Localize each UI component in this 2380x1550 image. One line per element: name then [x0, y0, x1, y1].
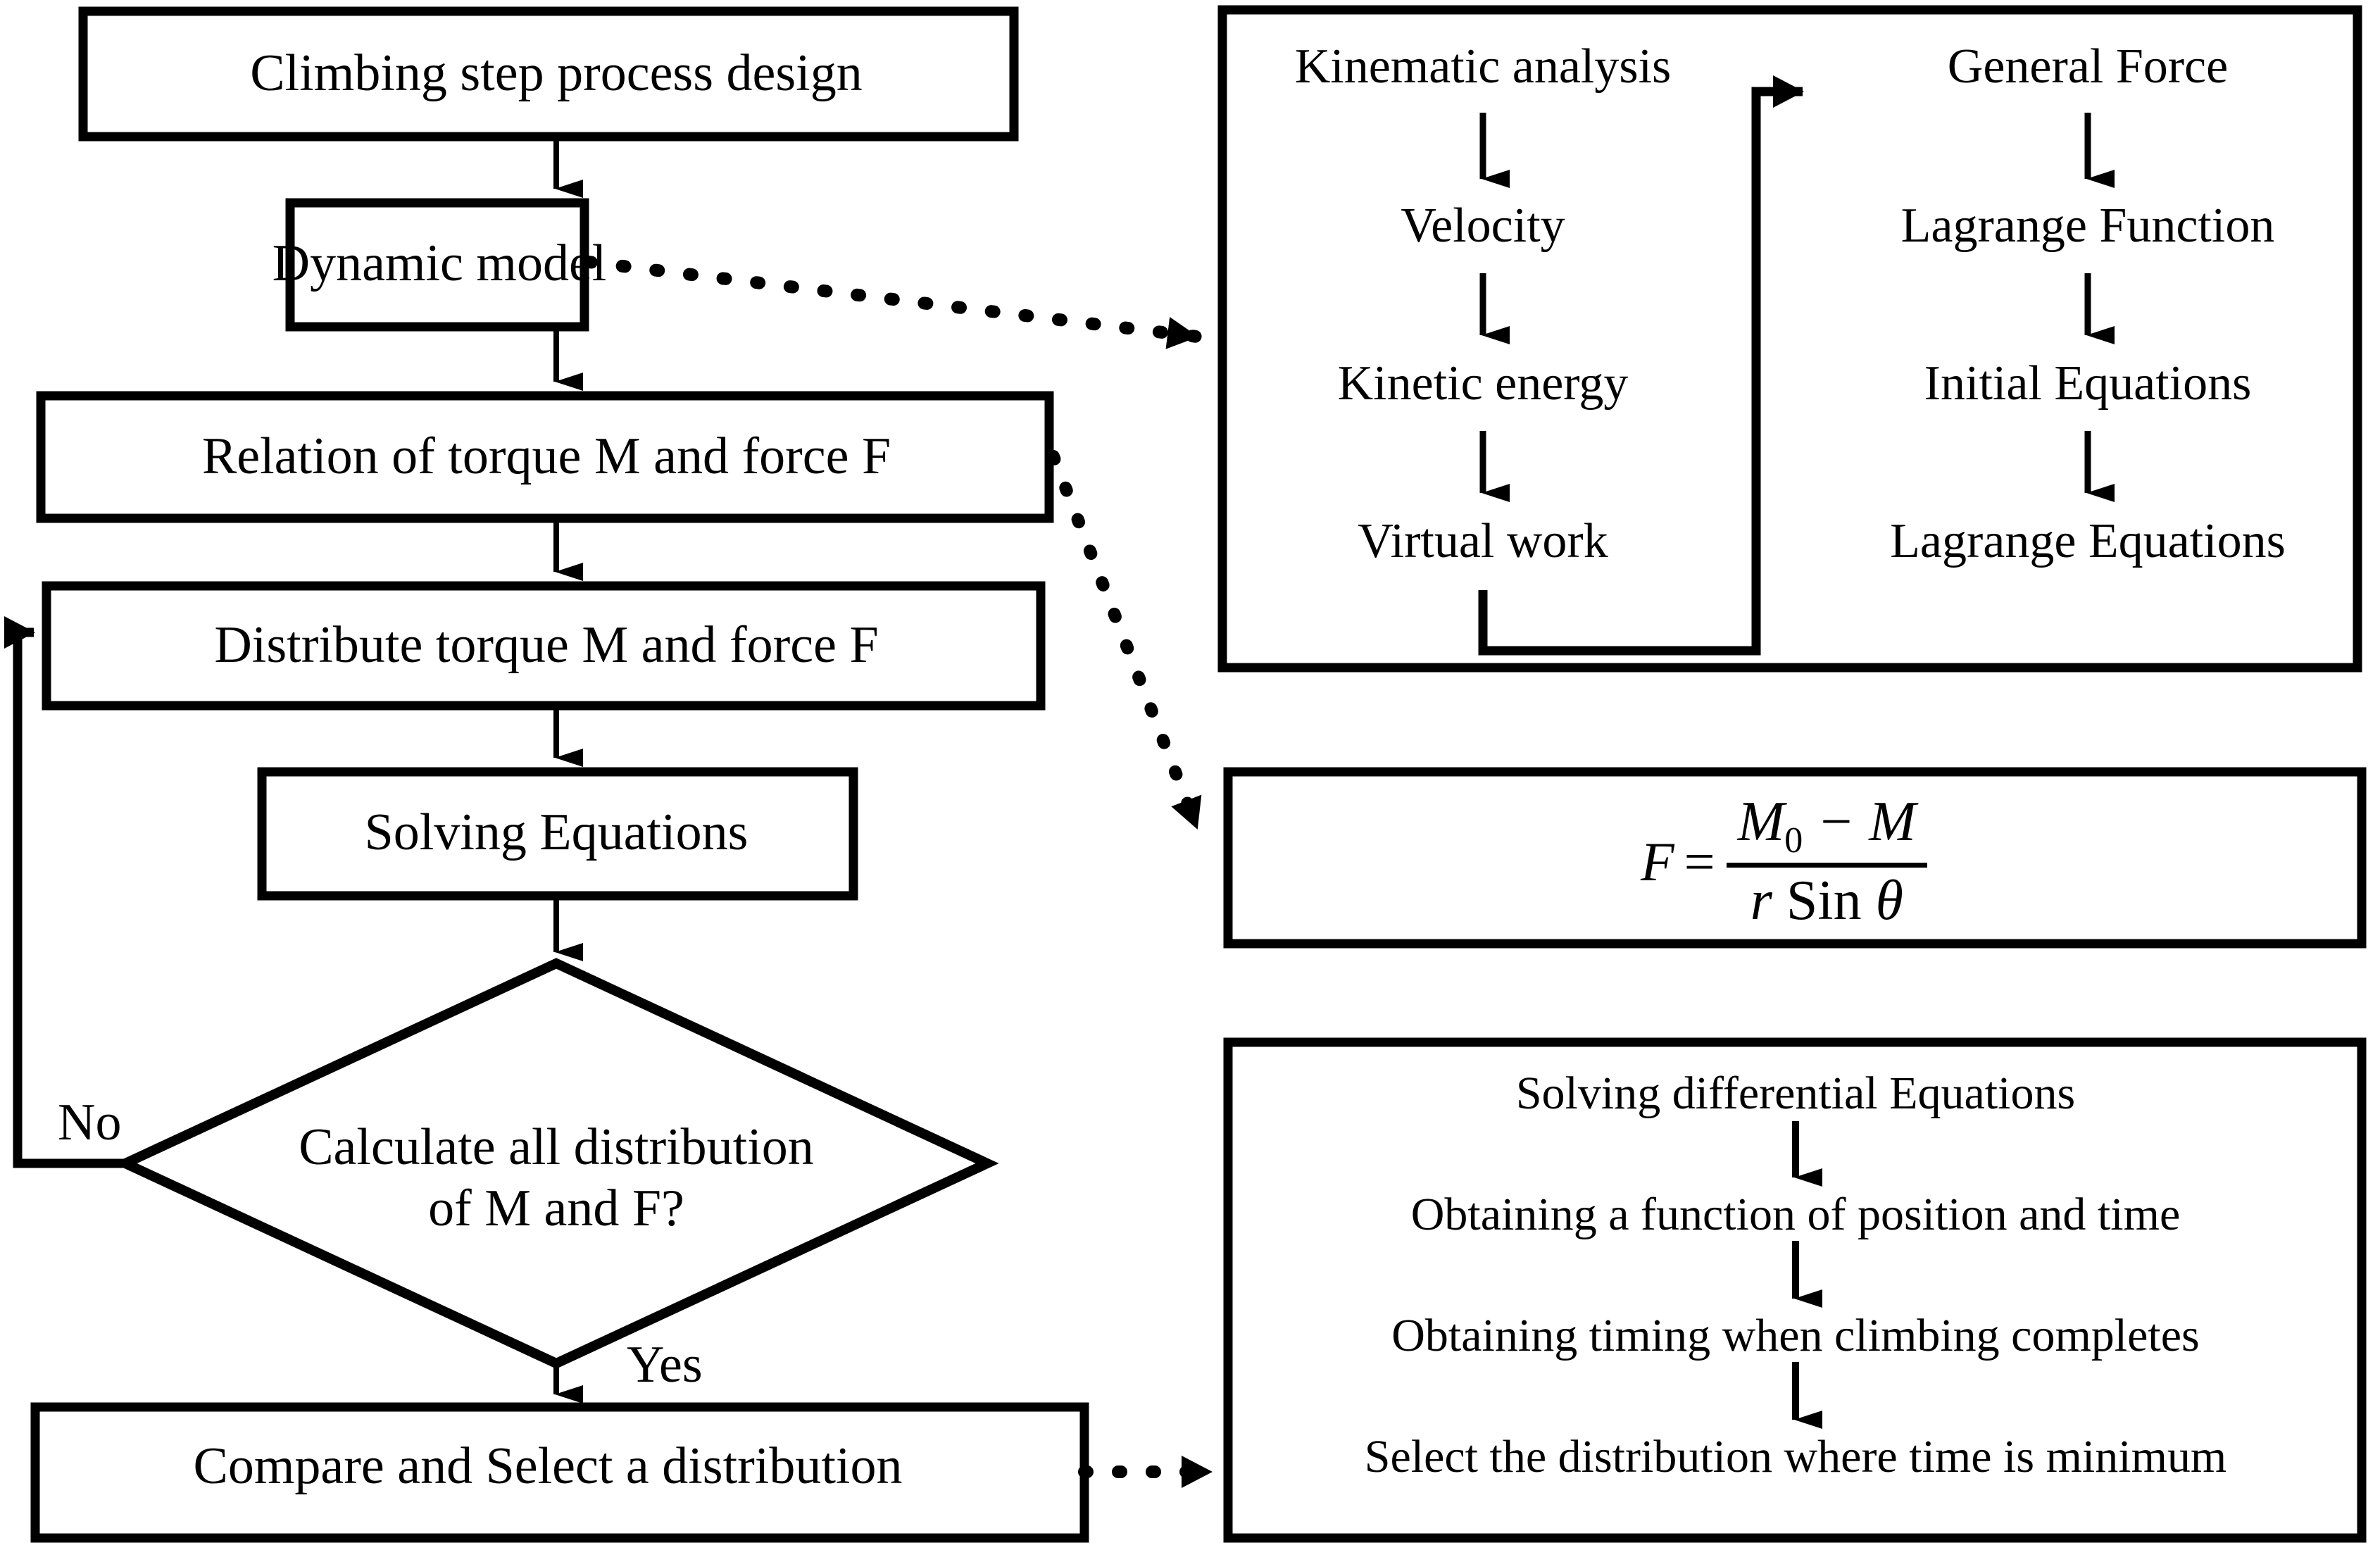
- node-dynamic-model-box: [285, 198, 589, 332]
- results-step-2: Obtaining a function of position and tim…: [1410, 1189, 2181, 1240]
- node-compare-label: Compare and Select a distribution: [193, 1437, 903, 1495]
- dynamics-left-kinematic-analysis: Kinematic analysis: [1294, 39, 1672, 94]
- node-solving-equations-label: Solving Equations: [364, 804, 749, 861]
- arrow-decision-no-feedback: [4, 616, 125, 1168]
- dynamics-right-lagrange-function: Lagrange Function: [1900, 199, 2275, 253]
- formula-numerator-main: M: [1737, 791, 1785, 853]
- node-decision-label-line2: of M and F?: [428, 1180, 684, 1238]
- node-decision-label: Calculate all distribution of M and F?: [239, 1117, 873, 1240]
- formula-denominator-r: r: [1750, 870, 1772, 932]
- node-compare-box: [30, 1402, 1089, 1543]
- panel-dynamics-box: [1217, 5, 2362, 673]
- node-start-box: [78, 6, 1019, 142]
- node-distribute-box: [42, 581, 1046, 711]
- dotted-dynamic-to-dynamics-panel: [582, 256, 1203, 349]
- formula-expression: F = M0 − M r Sin θ: [1641, 789, 1927, 935]
- panel-formula-box: [1223, 767, 2367, 949]
- node-start-label: Climbing step process design: [250, 44, 863, 102]
- dotted-relation-to-formula-panel: [1047, 450, 1203, 835]
- dynamics-right-initial-equations: Initial Equations: [1924, 356, 2252, 411]
- node-decision-label-line1: Calculate all distribution: [299, 1118, 814, 1176]
- formula-fraction-bar: [1726, 863, 1927, 868]
- node-dynamic-model-label: Dynamic model: [272, 235, 607, 292]
- arrow-virtual-work-to-general-force: [1478, 75, 1804, 656]
- formula-equals-sign: =: [1684, 830, 1715, 892]
- dynamics-left-virtual-work: Virtual work: [1358, 514, 1608, 568]
- formula-lhs: F: [1641, 830, 1674, 892]
- dynamics-left-kinetic-energy: Kinetic energy: [1337, 356, 1629, 411]
- results-step-4: Select the distribution where time is mi…: [1364, 1431, 2227, 1482]
- edge-label-yes: Yes: [627, 1336, 703, 1394]
- node-relation-box: [36, 391, 1054, 523]
- formula-denominator-theta: θ: [1875, 870, 1903, 932]
- node-relation-label: Relation of torque M and force F: [201, 427, 891, 485]
- results-step-1: Solving differential Equations: [1515, 1068, 2076, 1119]
- formula-numerator-subscript: 0: [1784, 820, 1803, 861]
- formula-denominator-sin: Sin: [1786, 870, 1862, 932]
- formula-fraction: M0 − M r Sin θ: [1726, 789, 1927, 935]
- dynamics-right-lagrange-equations: Lagrange Equations: [1890, 514, 2286, 568]
- formula-numerator: M0 − M: [1727, 789, 1927, 863]
- results-step-3: Obtaining timing when climbing completes: [1391, 1310, 2200, 1361]
- node-distribute-label: Distribute torque M and force F: [214, 616, 879, 674]
- formula-numerator-rest: − M: [1817, 791, 1916, 853]
- edge-label-no: No: [58, 1094, 122, 1151]
- node-solving-equations-box: [257, 767, 858, 901]
- formula-denominator: r Sin θ: [1739, 868, 1915, 935]
- dynamics-right-general-force: General Force: [1947, 39, 2229, 94]
- dynamics-left-velocity: Velocity: [1401, 199, 1565, 253]
